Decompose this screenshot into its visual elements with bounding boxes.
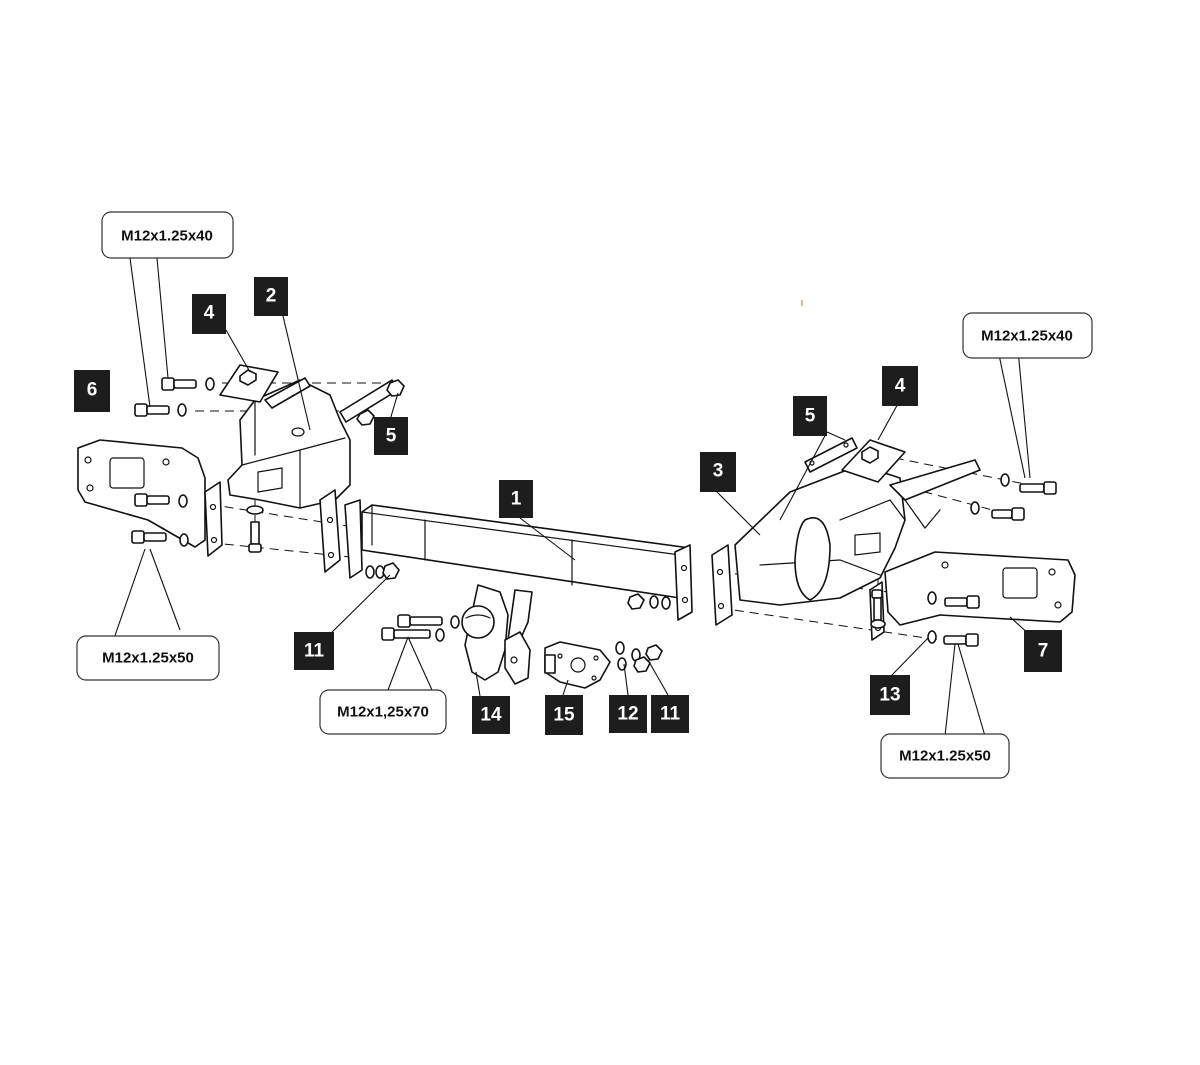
bolt-top-left-a xyxy=(161,377,215,391)
svg-text:4: 4 xyxy=(895,376,906,397)
svg-text:M12x1.25x40: M12x1.25x40 xyxy=(121,228,213,245)
right-bracket xyxy=(711,459,981,626)
svg-text:3: 3 xyxy=(713,461,724,482)
svg-text:M12x1.25x40: M12x1.25x40 xyxy=(981,328,1073,345)
svg-text:11: 11 xyxy=(304,641,325,662)
badge-7: 7 xyxy=(1024,630,1062,672)
bolt-mid-right xyxy=(927,591,980,609)
badge-12: 12 xyxy=(609,695,647,733)
bolt-top-right-b xyxy=(970,501,1025,521)
svg-text:M12x1,25x70: M12x1,25x70 xyxy=(337,704,429,721)
right-bolts xyxy=(870,473,1057,647)
left-strip-plate xyxy=(339,379,405,426)
svg-text:M12x1.25x50: M12x1.25x50 xyxy=(102,650,194,667)
svg-text:5: 5 xyxy=(805,406,816,427)
badge-4-left: 4 xyxy=(192,294,226,334)
callout-bolt-bottom-right: M12x1.25x50 xyxy=(880,733,1010,779)
bolt-top-left-b xyxy=(134,403,187,417)
bolt-bottom-left xyxy=(131,530,189,547)
leader-lines xyxy=(109,257,1031,737)
tow-ball xyxy=(461,584,533,681)
bolt-top-right-a xyxy=(1000,473,1057,495)
svg-text:11: 11 xyxy=(660,704,681,725)
svg-text:4: 4 xyxy=(204,303,215,324)
callout-bolt-top-left: M12x1.25x40 xyxy=(101,211,234,259)
socket-nuts xyxy=(615,641,663,673)
cross-beam xyxy=(344,499,693,621)
ball-bolt-a xyxy=(397,614,460,629)
badge-11-right: 11 xyxy=(651,695,689,733)
ball-bolts xyxy=(381,614,460,642)
callout-bolt-bottom-left: M12x1.25x50 xyxy=(76,635,220,681)
badge-3: 3 xyxy=(700,452,736,492)
svg-text:M12x1.25x50: M12x1.25x50 xyxy=(899,748,991,765)
svg-text:7: 7 xyxy=(1038,641,1049,662)
callout-bolt-ball: M12x1,25x70 xyxy=(319,689,447,735)
badge-5-left: 5 xyxy=(374,417,408,455)
bolt-bottom-right xyxy=(927,630,979,647)
bolt-mid-left xyxy=(134,493,188,508)
svg-text:15: 15 xyxy=(553,705,575,726)
left-beam-nuts xyxy=(365,562,400,580)
badge-14: 14 xyxy=(472,696,510,734)
badge-15: 15 xyxy=(545,695,583,735)
badge-11-left: 11 xyxy=(294,632,334,670)
svg-text:2: 2 xyxy=(266,286,277,307)
callout-bolt-top-right: M12x1.25x40 xyxy=(962,312,1093,359)
badge-13: 13 xyxy=(870,675,910,715)
svg-text:1: 1 xyxy=(511,489,522,510)
badge-6: 6 xyxy=(74,370,110,412)
left-bracket xyxy=(227,377,351,573)
left-square-plate xyxy=(219,364,279,403)
badge-4-right: 4 xyxy=(882,366,918,406)
svg-text:14: 14 xyxy=(480,705,502,726)
ball-bolt-b xyxy=(381,627,445,642)
vertical-bolt-right xyxy=(870,589,886,629)
socket-bracket xyxy=(504,631,611,689)
right-beam-nuts xyxy=(627,593,671,610)
badge-1: 1 xyxy=(499,480,533,518)
right-square-plate xyxy=(841,439,906,483)
left-bolts xyxy=(131,377,264,553)
badge-2: 2 xyxy=(254,277,288,316)
badge-5-right: 5 xyxy=(793,396,827,436)
svg-text:6: 6 xyxy=(87,380,98,401)
right-strip-plate xyxy=(804,437,858,473)
svg-text:5: 5 xyxy=(386,426,397,447)
vertical-bolt-left xyxy=(246,505,264,553)
svg-text:12: 12 xyxy=(617,704,638,725)
svg-text:13: 13 xyxy=(879,685,900,706)
